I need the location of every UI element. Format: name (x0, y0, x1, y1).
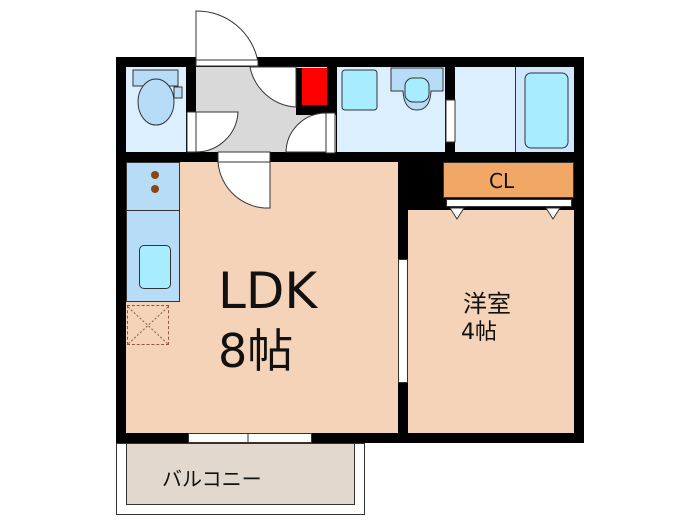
closet-door[interactable] (446, 199, 572, 207)
western-room (408, 210, 574, 433)
balcony-floor (126, 443, 355, 505)
ldk-size: 8帖 (218, 324, 294, 378)
closet-label: CL (489, 169, 515, 193)
front-door-swing (195, 10, 259, 67)
closet (443, 162, 574, 198)
western-room-name: 洋室 (463, 290, 511, 318)
balcony-window[interactable] (188, 433, 312, 443)
sliding-door[interactable] (398, 259, 408, 383)
stove-burner-icon (151, 185, 159, 193)
wall (398, 162, 443, 210)
balcony-label: バルコニー (162, 467, 262, 491)
meter-box (302, 68, 327, 105)
fridge-space (127, 305, 169, 345)
door-swing (249, 66, 297, 108)
stove-burner-icon (151, 171, 159, 179)
ldk-name: LDK (218, 262, 318, 320)
wall (327, 67, 337, 115)
western-room-size: 4帖 (461, 320, 497, 345)
counter-divider (126, 210, 180, 211)
sink-icon (139, 245, 171, 289)
wall (296, 105, 336, 115)
wall (296, 68, 302, 108)
